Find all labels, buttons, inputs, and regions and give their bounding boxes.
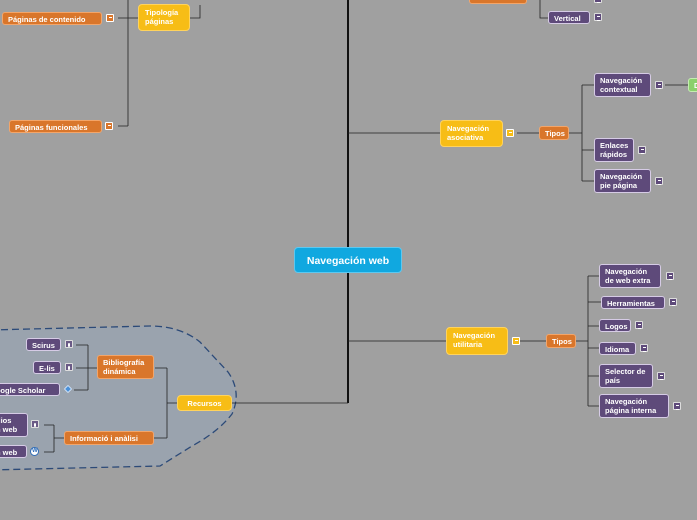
node-selector-pais[interactable]: Selector de país: [599, 364, 653, 388]
node-navegacion-utilitaria[interactable]: Navegación utilitaria: [446, 327, 508, 355]
note-icon[interactable]: [655, 177, 663, 185]
node-scirus[interactable]: Scirus: [26, 338, 61, 351]
central-topic[interactable]: Navegación web: [294, 247, 402, 273]
node-informacio-analisi[interactable]: Informació i anàlisi: [64, 431, 154, 445]
note-icon[interactable]: [655, 81, 663, 89]
node-green-partial[interactable]: D: [688, 78, 697, 92]
note-icon[interactable]: [105, 122, 113, 130]
note-icon[interactable]: [673, 402, 681, 410]
node-idioma[interactable]: Idioma: [599, 342, 636, 355]
node-bibliografia-dinamica[interactable]: Bibliografía dinámica: [97, 355, 154, 379]
node-navegacion-pie-pagina[interactable]: Navegación pie página: [594, 169, 651, 193]
note-icon[interactable]: [635, 321, 643, 329]
node-e-lis[interactable]: E-lis: [33, 361, 61, 374]
note-icon[interactable]: [640, 344, 648, 352]
link-icon[interactable]: [65, 340, 73, 348]
note-icon[interactable]: [666, 272, 674, 280]
node-truncated-2[interactable]: n web: [0, 445, 27, 458]
note-icon[interactable]: [638, 146, 646, 154]
node-label: Navegación utilitaria: [453, 331, 496, 349]
note-icon[interactable]: [506, 129, 514, 137]
node-tipologia-paginas[interactable]: Tipología páginas: [138, 4, 190, 31]
link-icon[interactable]: [31, 420, 39, 428]
note-icon[interactable]: [594, 13, 602, 21]
node-navegacion-web-extra[interactable]: Navegación de web extra: [599, 264, 661, 288]
node-paginas-contenido[interactable]: Páginas de contenido: [2, 12, 102, 25]
note-icon[interactable]: [657, 372, 665, 380]
node-truncated-1[interactable]: dios n web: [0, 413, 28, 437]
node-recursos[interactable]: Recursos: [177, 395, 232, 411]
node-partial-top[interactable]: [469, 0, 527, 4]
node-enlaces-rapidos[interactable]: Enlaces rápidos: [594, 138, 634, 162]
node-navegacion-contextual[interactable]: Navegación contextual: [594, 73, 651, 97]
node-paginas-funcionales[interactable]: Páginas funcionales: [9, 120, 102, 133]
node-label: Navegación asociativa: [447, 124, 490, 142]
node-tipos-utilitaria[interactable]: Tipos: [546, 334, 576, 348]
wordpress-icon[interactable]: [30, 447, 39, 456]
node-label: Tipología páginas: [145, 8, 179, 26]
note-icon[interactable]: [106, 14, 114, 22]
node-logos[interactable]: Logos: [599, 319, 631, 332]
node-vertical[interactable]: Vertical: [548, 11, 590, 24]
node-herramientas[interactable]: Herramientas: [601, 296, 665, 309]
link-icon[interactable]: [65, 363, 73, 371]
note-icon[interactable]: [594, 0, 602, 3]
node-google-scholar[interactable]: Google Scholar: [0, 383, 60, 396]
note-icon[interactable]: [512, 337, 520, 345]
node-tipos-asociativa[interactable]: Tipos: [539, 126, 569, 140]
note-icon[interactable]: [669, 298, 677, 306]
node-navegacion-asociativa[interactable]: Navegación asociativa: [440, 120, 503, 147]
node-navegacion-pagina-interna[interactable]: Navegación página interna: [599, 394, 669, 418]
